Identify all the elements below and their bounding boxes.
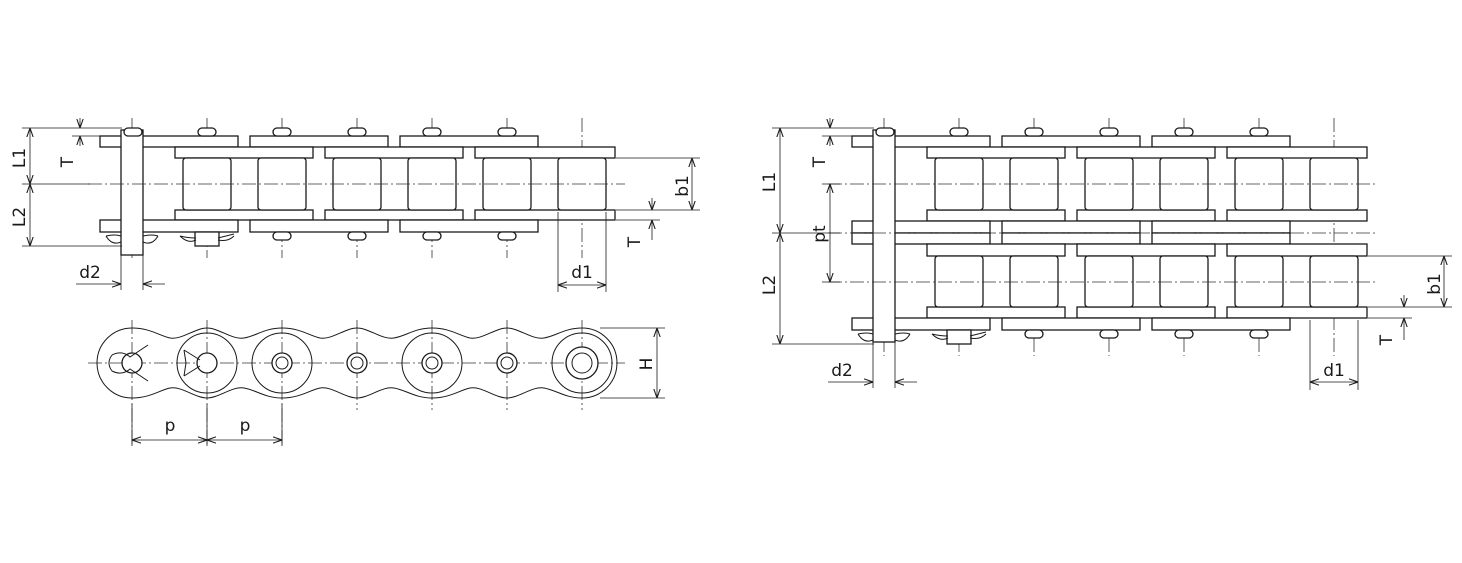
connecting-pin (120, 129, 144, 256)
pin-centerlines-side (131, 320, 583, 446)
duplex-dimension-b1: b1 (1368, 255, 1452, 308)
label-p-1: p (165, 416, 176, 436)
dimension-b1: b1 (616, 157, 700, 211)
strand2-rollers (934, 255, 1359, 308)
pin-holes (121, 346, 599, 380)
duplex-dimension-l1-l2: L1 L2 (760, 127, 874, 345)
pin-heads (123, 127, 517, 241)
label-b1: b1 (673, 175, 693, 197)
duplex-dimension-d1: d1 (1309, 320, 1359, 390)
duplex-dimension-t-bottom: T (1368, 295, 1412, 346)
dimension-l1-l2: L1 L2 (10, 127, 122, 247)
duplex-pin-heads (875, 127, 1269, 339)
label-l2: L2 (10, 207, 30, 227)
duplex-label-t-top: T (810, 156, 830, 168)
label-l1: L1 (10, 148, 30, 168)
dimension-pitch: p p (131, 404, 283, 446)
label-h: H (637, 358, 657, 371)
duplex-label-l2: L2 (760, 275, 780, 295)
duplex-label-b1: b1 (1425, 273, 1445, 295)
dimension-height: H (600, 327, 665, 399)
duplex-bottom-outer-plates (851, 317, 1291, 331)
duplex-chain-top-view: L1 L2 T pt b1 T (760, 118, 1452, 390)
dimension-t-top: T (58, 118, 100, 168)
label-d1: d1 (571, 263, 593, 283)
duplex-dimension-d2: d2 (828, 342, 917, 388)
label-t-top: T (58, 156, 78, 168)
duplex-top-outer-plates (851, 135, 1291, 148)
duplex-label-d2: d2 (831, 361, 853, 381)
inner-plates (174, 146, 616, 221)
spring-clip (105, 231, 235, 247)
strand2-inner-plates (926, 243, 1368, 319)
upper-outer-plates (99, 135, 539, 148)
duplex-spring-clip (946, 329, 972, 345)
dimension-d1: d1 (557, 212, 607, 292)
simplex-chain-side-view: p p H (88, 320, 665, 446)
label-t-bottom: T (625, 236, 645, 248)
label-pt: pt (810, 225, 830, 243)
duplex-connecting-pin (872, 129, 896, 343)
simplex-chain-top-view: L1 L2 T b1 T d2 (10, 118, 700, 292)
dimension-d2: d2 (76, 255, 165, 290)
duplex-label-d1: d1 (1323, 361, 1345, 381)
dimension-t-bottom: T (616, 198, 660, 248)
duplex-label-l1: L1 (760, 172, 780, 192)
lower-outer-plates (99, 219, 539, 233)
duplex-dimension-t-top: T (810, 118, 852, 168)
duplex-middle-plates (851, 220, 1291, 245)
label-d2: d2 (79, 263, 101, 283)
dimension-pt: pt (810, 183, 840, 283)
link-plate-outline (96, 327, 618, 399)
label-p-2: p (240, 416, 251, 436)
strand1-inner-plates (926, 146, 1368, 222)
spring-clip-side (108, 344, 201, 382)
duplex-label-t-bottom: T (1377, 334, 1397, 346)
